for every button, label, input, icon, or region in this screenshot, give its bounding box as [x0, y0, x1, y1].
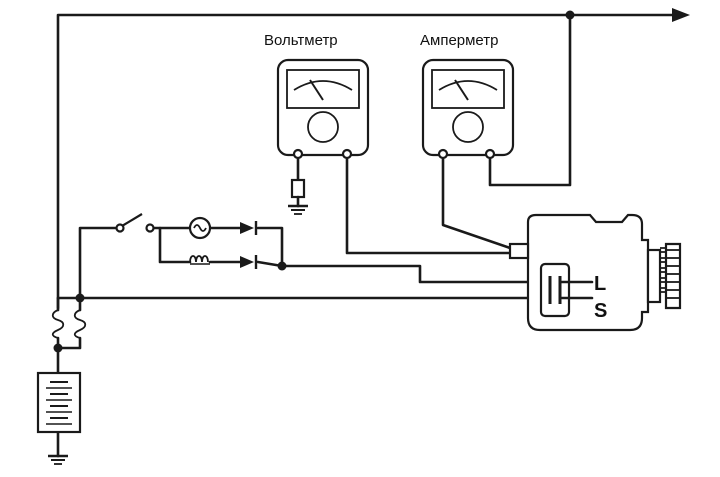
battery-junction	[53, 343, 63, 353]
resistor-icon	[290, 178, 306, 208]
wires	[53, 8, 690, 458]
charge-lamp-icon	[188, 216, 212, 240]
lamp-branch-wire	[148, 226, 192, 264]
ground-icon	[288, 204, 308, 215]
fuse-icon	[73, 309, 87, 339]
voltmeter-to-alternator-wire	[345, 153, 514, 255]
alternator-icon	[508, 213, 682, 332]
ground-icon	[48, 454, 68, 465]
main-bus-wire	[56, 13, 677, 310]
terminal-s-label: S	[594, 300, 607, 322]
ammeter-to-bus-wire	[488, 13, 572, 187]
ammeter-label: Амперметр	[420, 32, 499, 49]
diode-upper-out-wire	[256, 226, 284, 268]
switch-icon	[115, 213, 155, 233]
lamp-junction	[277, 261, 287, 271]
lamp-feed-wire	[78, 226, 122, 300]
diode-icon	[240, 255, 258, 269]
voltmeter-label: Вольтметр	[264, 32, 338, 49]
relay-coil-icon	[189, 255, 210, 265]
output-arrow-icon	[672, 8, 690, 22]
terminal-l-label: L	[594, 273, 606, 295]
diode-icon	[240, 221, 258, 235]
ammeter-icon	[421, 58, 515, 160]
voltmeter-icon	[276, 58, 370, 160]
fuse-icon	[51, 309, 65, 339]
bus-junction	[565, 10, 575, 20]
battery-icon	[36, 371, 82, 434]
fuse-merge-wire	[56, 336, 82, 350]
ammeter-to-alternator-wire	[441, 153, 512, 250]
l-terminal-wire	[256, 260, 592, 284]
